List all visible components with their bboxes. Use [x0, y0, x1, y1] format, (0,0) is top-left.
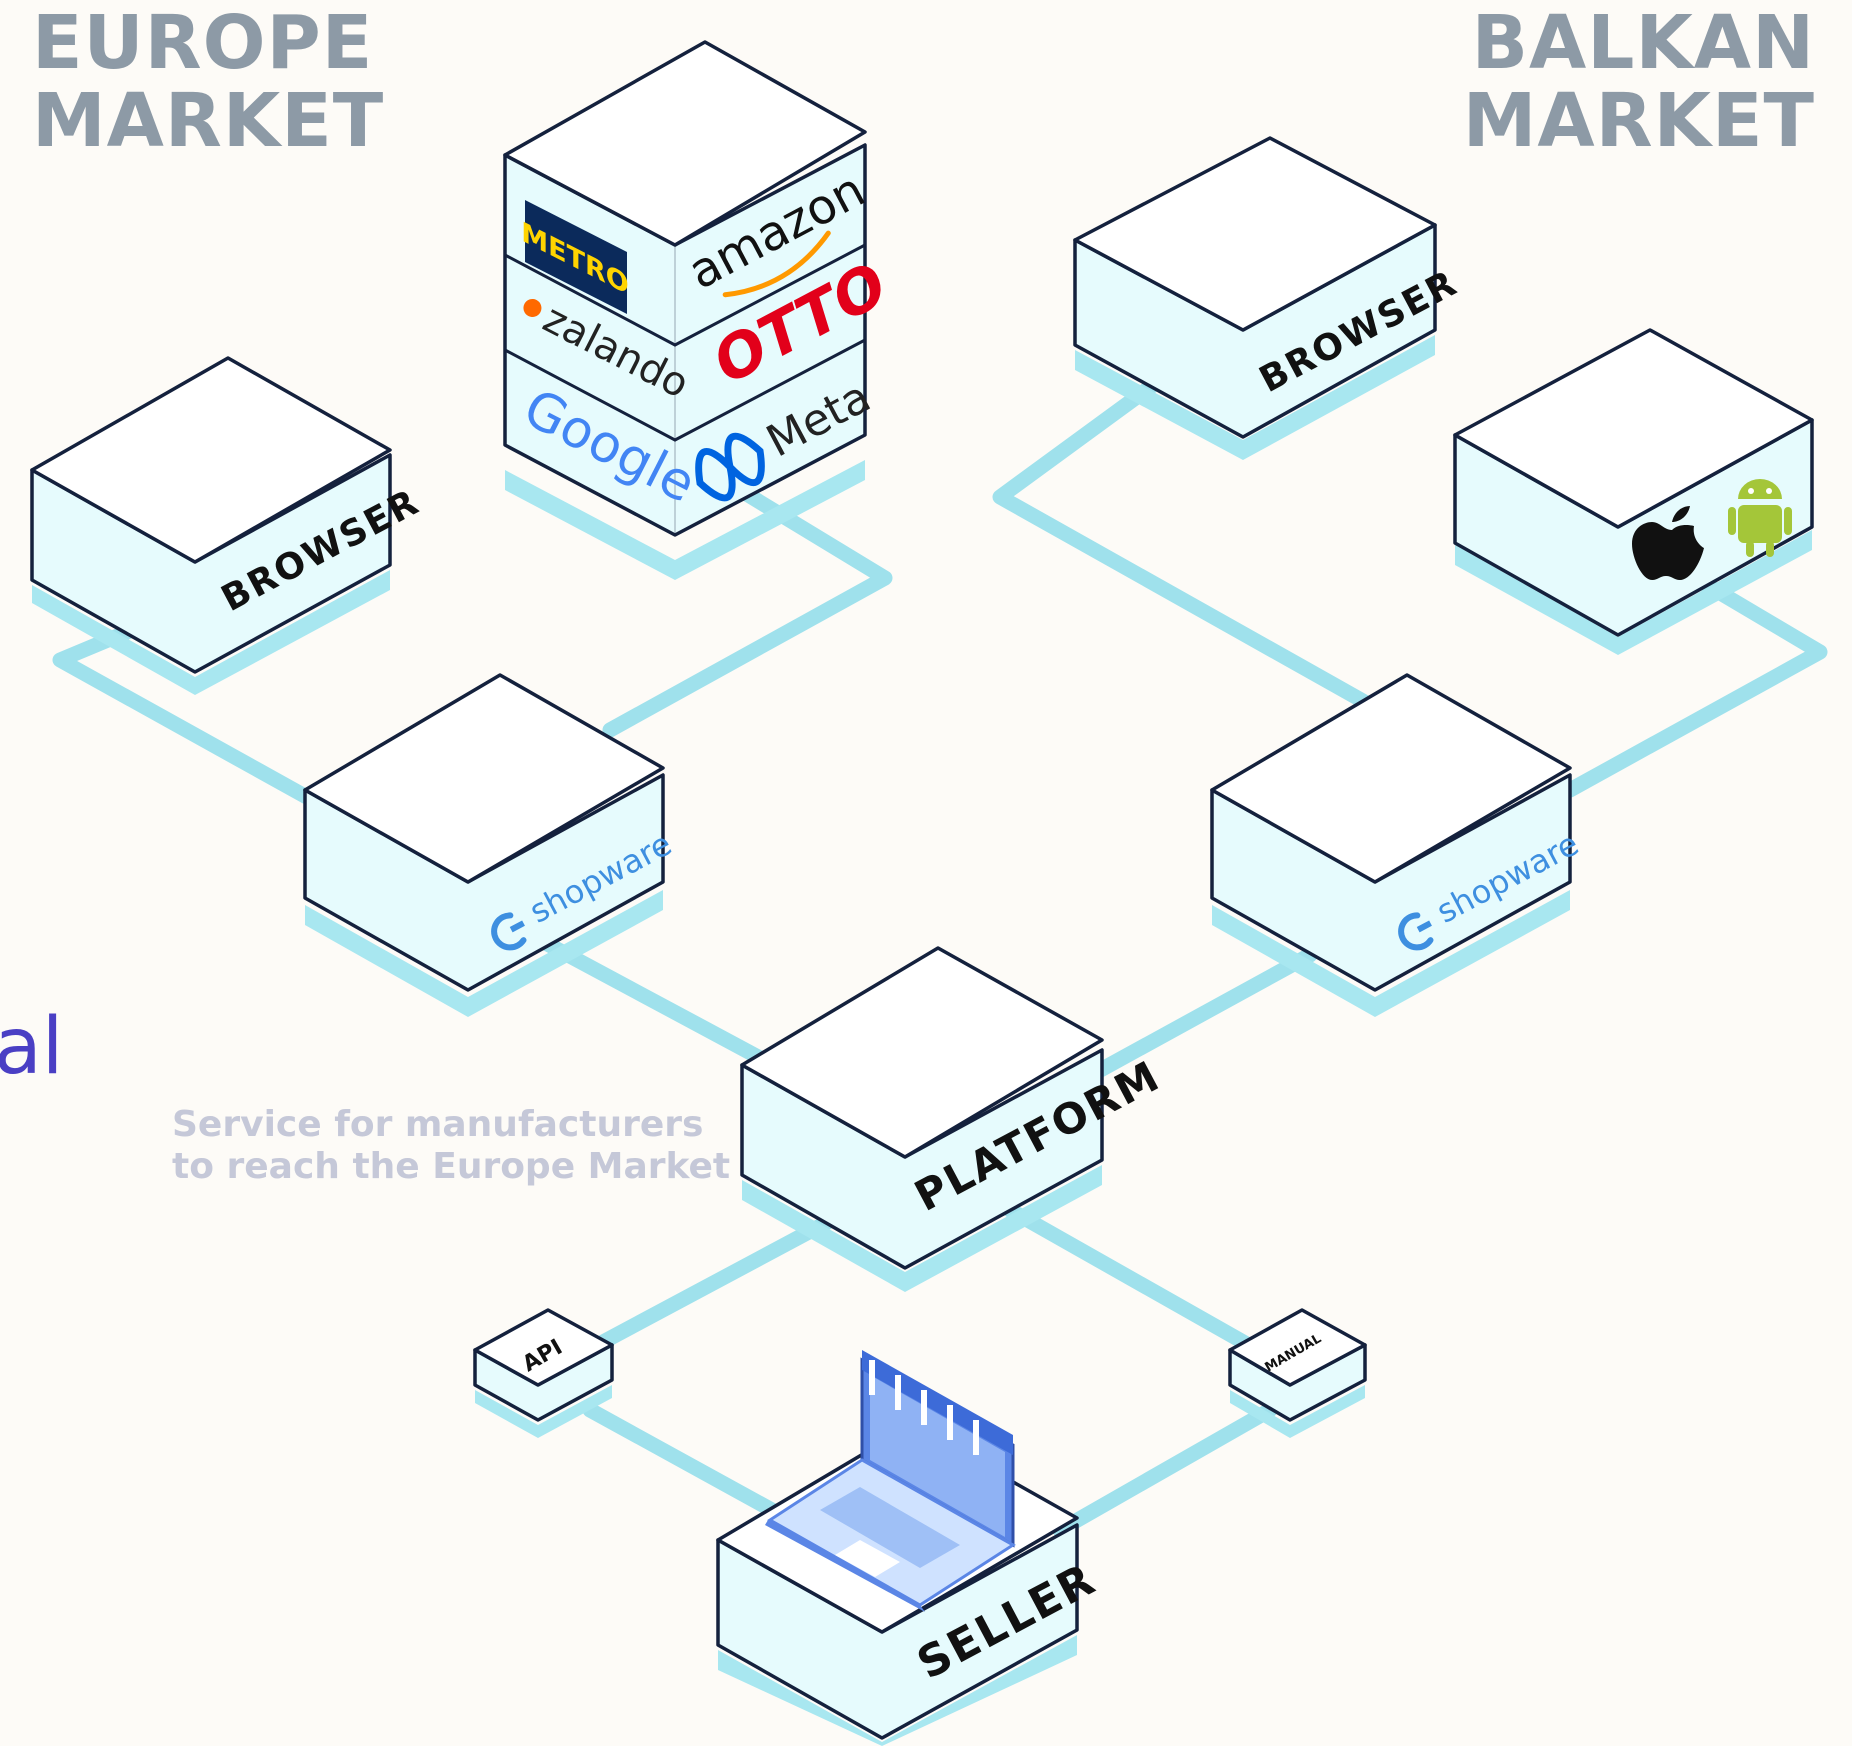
europe-market-title-line1: EUROPE: [32, 0, 373, 86]
marketplaces-stack: METRO amazon zalando OTTO Google Meta: [503, 40, 899, 580]
balkan-market-title-line2: MARKET: [1463, 78, 1815, 164]
europe-market-title-line2: MARKET: [32, 78, 384, 164]
manual-node: MANUAL: [1228, 1308, 1367, 1438]
connector-api-seller: [582, 1402, 798, 1528]
cut-off-heading-fragment: al: [0, 1002, 63, 1092]
connector-platform-api: [552, 1202, 858, 1373]
service-description-line2: to reach the Europe Market: [172, 1146, 730, 1187]
shopware-right-node: shopware: [1210, 673, 1585, 1017]
seller-node: SELLER: [716, 1350, 1104, 1746]
mobile-app-node: [1453, 328, 1814, 655]
laptop-shop-icon: [765, 1350, 1016, 1612]
shopware-left-node: shopware: [303, 673, 678, 1017]
connector-mobile-shopware: [1562, 567, 1828, 798]
connector-manual-seller: [1052, 1402, 1278, 1538]
balkan-market-title-line1: BALKAN: [1472, 0, 1815, 86]
android-icon: [1728, 479, 1792, 557]
balkan-browser-node: BROWSER: [1073, 136, 1464, 460]
connector-shopware-left-platform: [532, 932, 768, 1066]
apple-icon: [1632, 506, 1704, 580]
api-node: API: [473, 1308, 614, 1438]
service-description-line1: Service for manufacturers: [172, 1104, 703, 1145]
connector-balkan-browser-shopware: [992, 372, 1378, 713]
connector-shopware-right-platform: [1087, 947, 1318, 1081]
connector-platform-manual: [1002, 1202, 1283, 1368]
